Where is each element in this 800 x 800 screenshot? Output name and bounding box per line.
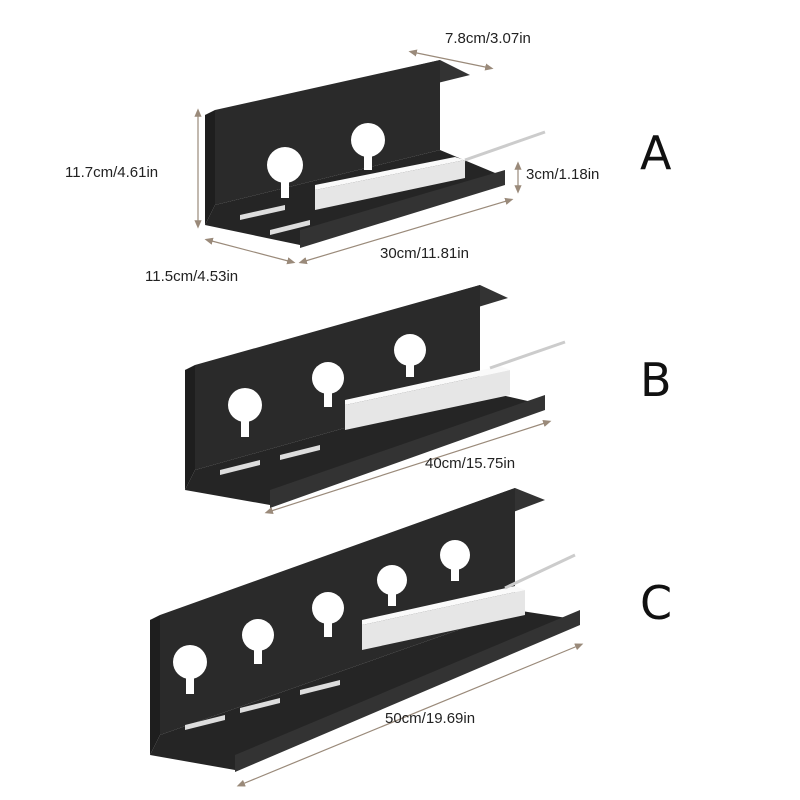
power-strip-c bbox=[362, 553, 576, 650]
variant-label-c: C bbox=[640, 576, 673, 630]
tray-c bbox=[150, 488, 580, 772]
length-a-label: 30cm/11.81in bbox=[380, 245, 469, 262]
tray-a bbox=[205, 60, 546, 248]
dimension-lines bbox=[194, 49, 584, 787]
variant-label-a: A bbox=[640, 126, 672, 180]
power-strip-a bbox=[315, 130, 546, 210]
variant-label-b: B bbox=[640, 353, 672, 407]
depth-top-label: 7.8cm/3.07in bbox=[445, 30, 531, 47]
lip-height-label: 3cm/1.18in bbox=[526, 166, 600, 183]
length-c-label: 50cm/19.69in bbox=[385, 710, 476, 727]
length-b-label: 40cm/15.75in bbox=[425, 455, 516, 472]
depth-label: 11.5cm/4.53in bbox=[145, 268, 239, 285]
power-strip-b bbox=[345, 340, 566, 430]
height-label: 11.7cm/4.61in bbox=[65, 164, 159, 181]
tray-b bbox=[185, 285, 566, 508]
